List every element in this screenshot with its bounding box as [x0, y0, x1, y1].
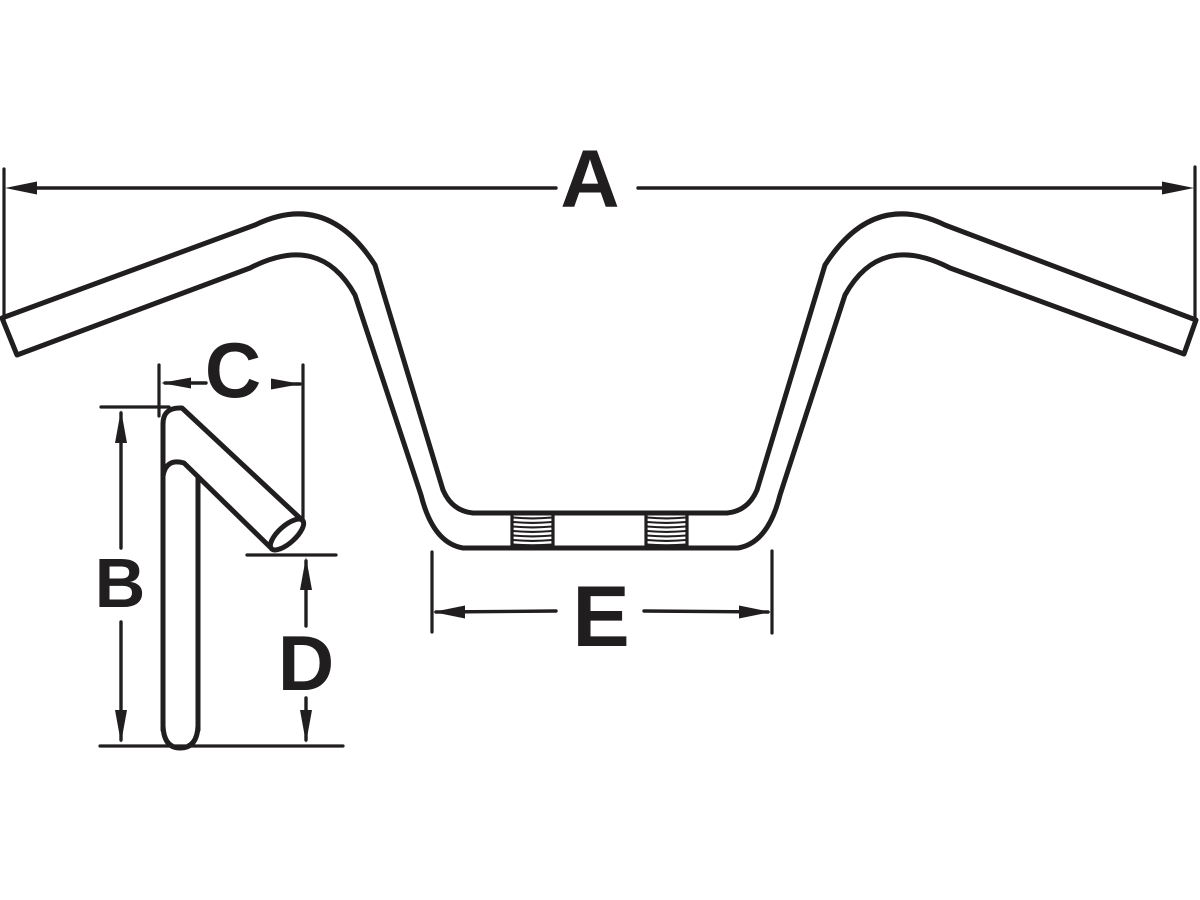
- left-knurl-band: [510, 513, 555, 548]
- right-knurl-band: [644, 513, 689, 548]
- dim-c-arrowhead-right: [271, 378, 301, 390]
- arrowheads-and-labels: A B C D E: [5, 134, 1194, 743]
- dim-b-label: B: [95, 544, 146, 622]
- handlebar-side-view: [160, 405, 307, 751]
- dim-b-arrowhead-up: [115, 410, 127, 443]
- dim-d-label: D: [278, 619, 334, 707]
- dim-e-arrowhead-left: [433, 605, 465, 619]
- dim-b-arrowhead-down: [115, 710, 127, 743]
- side-view-inner-bend-and-lower-edge: [160, 459, 273, 550]
- dimension-a: [2, 165, 1197, 327]
- side-view-left-edge-and-top-bend: [160, 405, 305, 733]
- dim-d-arrowhead-down: [300, 710, 312, 743]
- dim-d-arrowhead-up: [300, 557, 312, 590]
- dim-c-arrowhead-left: [161, 377, 191, 389]
- dim-e-arrowhead-right: [739, 605, 771, 619]
- dim-a-arrowhead-left: [5, 181, 37, 195]
- dim-a-label: A: [560, 134, 619, 225]
- handlebar-front-outline: [0, 211, 1199, 551]
- dim-a-arrowhead-right: [1162, 181, 1194, 195]
- side-view-bottom-cap: [160, 723, 201, 751]
- dim-c-label: C: [205, 326, 261, 414]
- left-knurl-threads: [511, 516, 554, 547]
- right-knurl-threads: [645, 516, 688, 547]
- dim-e-label: E: [572, 569, 629, 665]
